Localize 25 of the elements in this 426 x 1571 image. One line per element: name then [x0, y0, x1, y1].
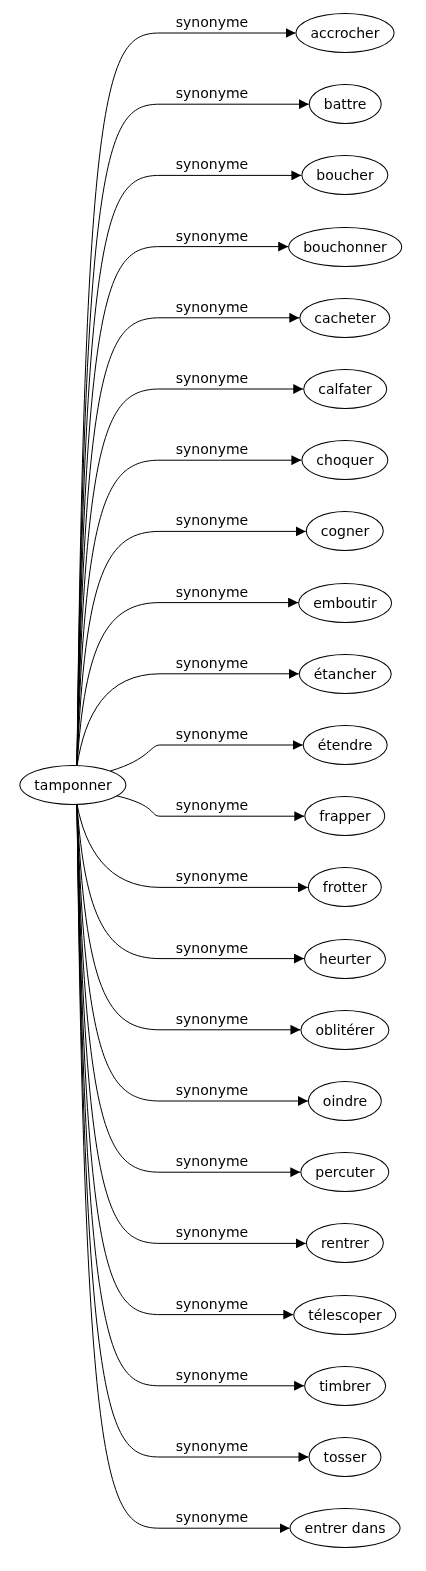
- synonym-ellipse: rentrer: [305, 1223, 385, 1264]
- synonym-ellipse: frotter: [307, 867, 383, 908]
- arrow: [109, 740, 304, 772]
- synonym-ellipse: emboutir: [298, 582, 392, 623]
- synonym-ellipse: entrer dans: [289, 1508, 401, 1549]
- synonym-ellipse: frapper: [304, 796, 386, 837]
- synonym-ellipse: télescoper: [293, 1294, 397, 1335]
- synonym-ellipse: oindre: [307, 1081, 383, 1121]
- synonym-ellipse: accrocher: [295, 13, 395, 53]
- synonym-ellipse: cogner: [305, 511, 385, 552]
- arrow: [116, 795, 305, 822]
- source-word-ellipse: tamponner: [19, 765, 127, 805]
- synonym-ellipse: battre: [308, 84, 382, 125]
- synonym-ellipse: oblitérer: [300, 1009, 390, 1050]
- synonym-ellipse: percuter: [300, 1152, 390, 1193]
- synonym-ellipse: tosser: [308, 1437, 382, 1477]
- synonym-ellipse: calfater: [303, 369, 387, 409]
- synonym-ellipse: timbrer: [304, 1365, 386, 1406]
- synonym-ellipse: heurter: [304, 938, 386, 979]
- synonym-ellipse: cacheter: [299, 297, 391, 338]
- synonym-ellipse: boucher: [301, 155, 389, 196]
- synonym-ellipse: choquer: [301, 440, 389, 481]
- synonym-ellipse: étendre: [302, 725, 388, 765]
- synonym-ellipse: étancher: [298, 653, 392, 694]
- synonym-ellipse: bouchonner: [288, 226, 402, 267]
